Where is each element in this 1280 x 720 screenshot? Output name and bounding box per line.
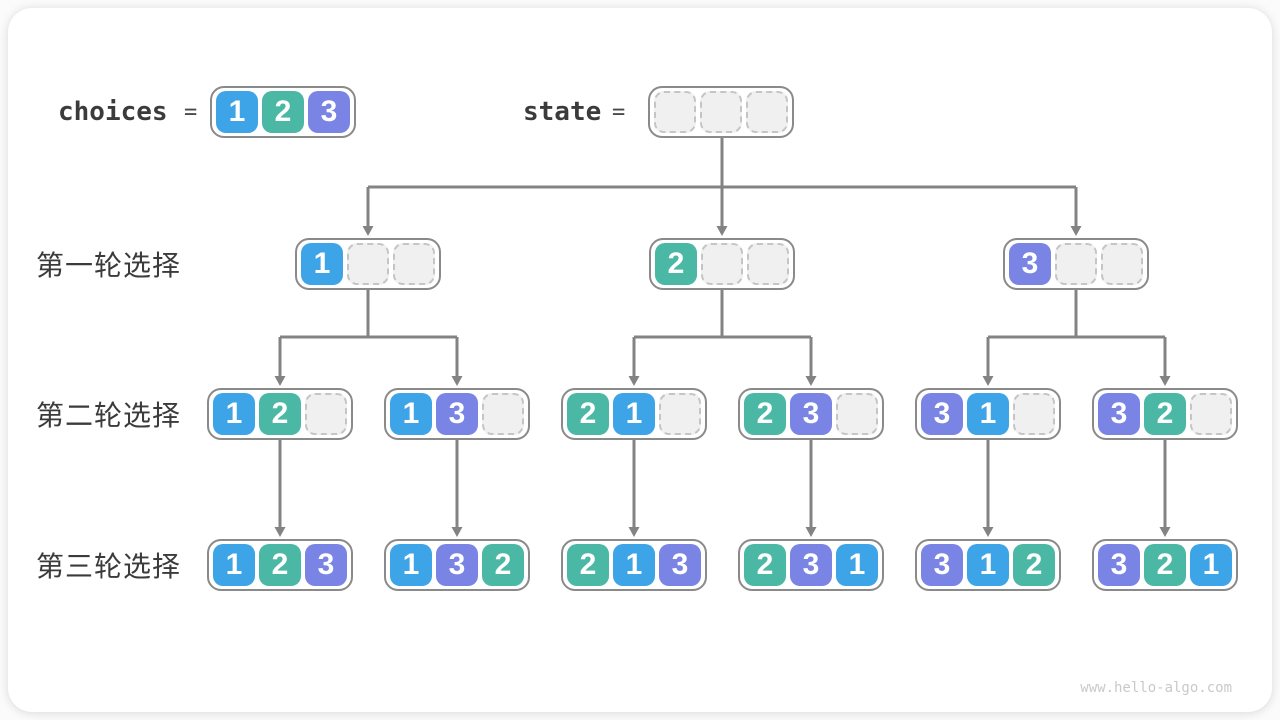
choice-cell-2: 2 [259, 393, 301, 435]
empty-slot [746, 91, 788, 133]
choice-cell-1: 1 [1190, 544, 1232, 586]
row-label-round-3: 第三轮选择 [36, 551, 182, 582]
choice-cell-3: 3 [790, 544, 832, 586]
choice-cell-2: 2 [567, 393, 609, 435]
choices-equals-sign: = [184, 99, 198, 125]
choice-cell-2: 2 [259, 544, 301, 586]
choice-cell-3: 3 [659, 544, 701, 586]
choice-cell-3: 3 [921, 393, 963, 435]
state-node-round1-3: 3 [1003, 238, 1149, 290]
empty-slot [1101, 243, 1143, 285]
choice-cell-3: 3 [305, 544, 347, 586]
empty-slot [747, 243, 789, 285]
choice-cell-2: 2 [1144, 544, 1186, 586]
choice-cell-3: 3 [436, 544, 478, 586]
empty-slot [1013, 393, 1055, 435]
choice-cell-3: 3 [436, 393, 478, 435]
choice-cell-3: 3 [308, 91, 350, 133]
empty-slot [836, 393, 878, 435]
choice-cell-3: 3 [1009, 243, 1051, 285]
choice-cell-3: 3 [790, 393, 832, 435]
state-equals-sign: = [612, 99, 626, 125]
state-node-round1-2: 2 [649, 238, 795, 290]
choice-cell-3: 3 [921, 544, 963, 586]
choice-cell-2: 2 [567, 544, 609, 586]
choice-cell-3: 3 [1098, 544, 1140, 586]
choice-cell-2: 2 [744, 393, 786, 435]
choice-cell-1: 1 [836, 544, 878, 586]
empty-slot [1055, 243, 1097, 285]
choice-cell-1: 1 [967, 393, 1009, 435]
choice-cell-1: 1 [213, 393, 255, 435]
empty-slot [305, 393, 347, 435]
choice-cell-1: 1 [213, 544, 255, 586]
choice-cell-1: 1 [301, 243, 343, 285]
empty-slot [654, 91, 696, 133]
choice-cell-2: 2 [262, 91, 304, 133]
choice-cell-1: 1 [216, 91, 258, 133]
choice-cell-2: 2 [655, 243, 697, 285]
empty-slot [659, 393, 701, 435]
choice-cell-1: 1 [613, 393, 655, 435]
choice-cell-1: 1 [390, 393, 432, 435]
empty-slot [701, 243, 743, 285]
empty-slot [482, 393, 524, 435]
row-label-round-2: 第二轮选择 [36, 400, 182, 431]
choice-cell-2: 2 [1013, 544, 1055, 586]
row-label-round-1: 第一轮选择 [36, 250, 182, 281]
empty-slot [347, 243, 389, 285]
choice-cell-1: 1 [613, 544, 655, 586]
empty-slot [393, 243, 435, 285]
watermark: www.hello-algo.com [1080, 680, 1232, 696]
choice-cell-3: 3 [1098, 393, 1140, 435]
state-label: state [523, 97, 602, 127]
choice-cell-2: 2 [744, 544, 786, 586]
choice-cell-2: 2 [1144, 393, 1186, 435]
choice-cell-2: 2 [482, 544, 524, 586]
choice-cell-1: 1 [390, 544, 432, 586]
choices-label: choices [58, 97, 168, 127]
state-node-round1-1: 1 [295, 238, 441, 290]
state-array-root [648, 86, 794, 138]
empty-slot [700, 91, 742, 133]
choice-cell-1: 1 [967, 544, 1009, 586]
empty-slot [1190, 393, 1232, 435]
